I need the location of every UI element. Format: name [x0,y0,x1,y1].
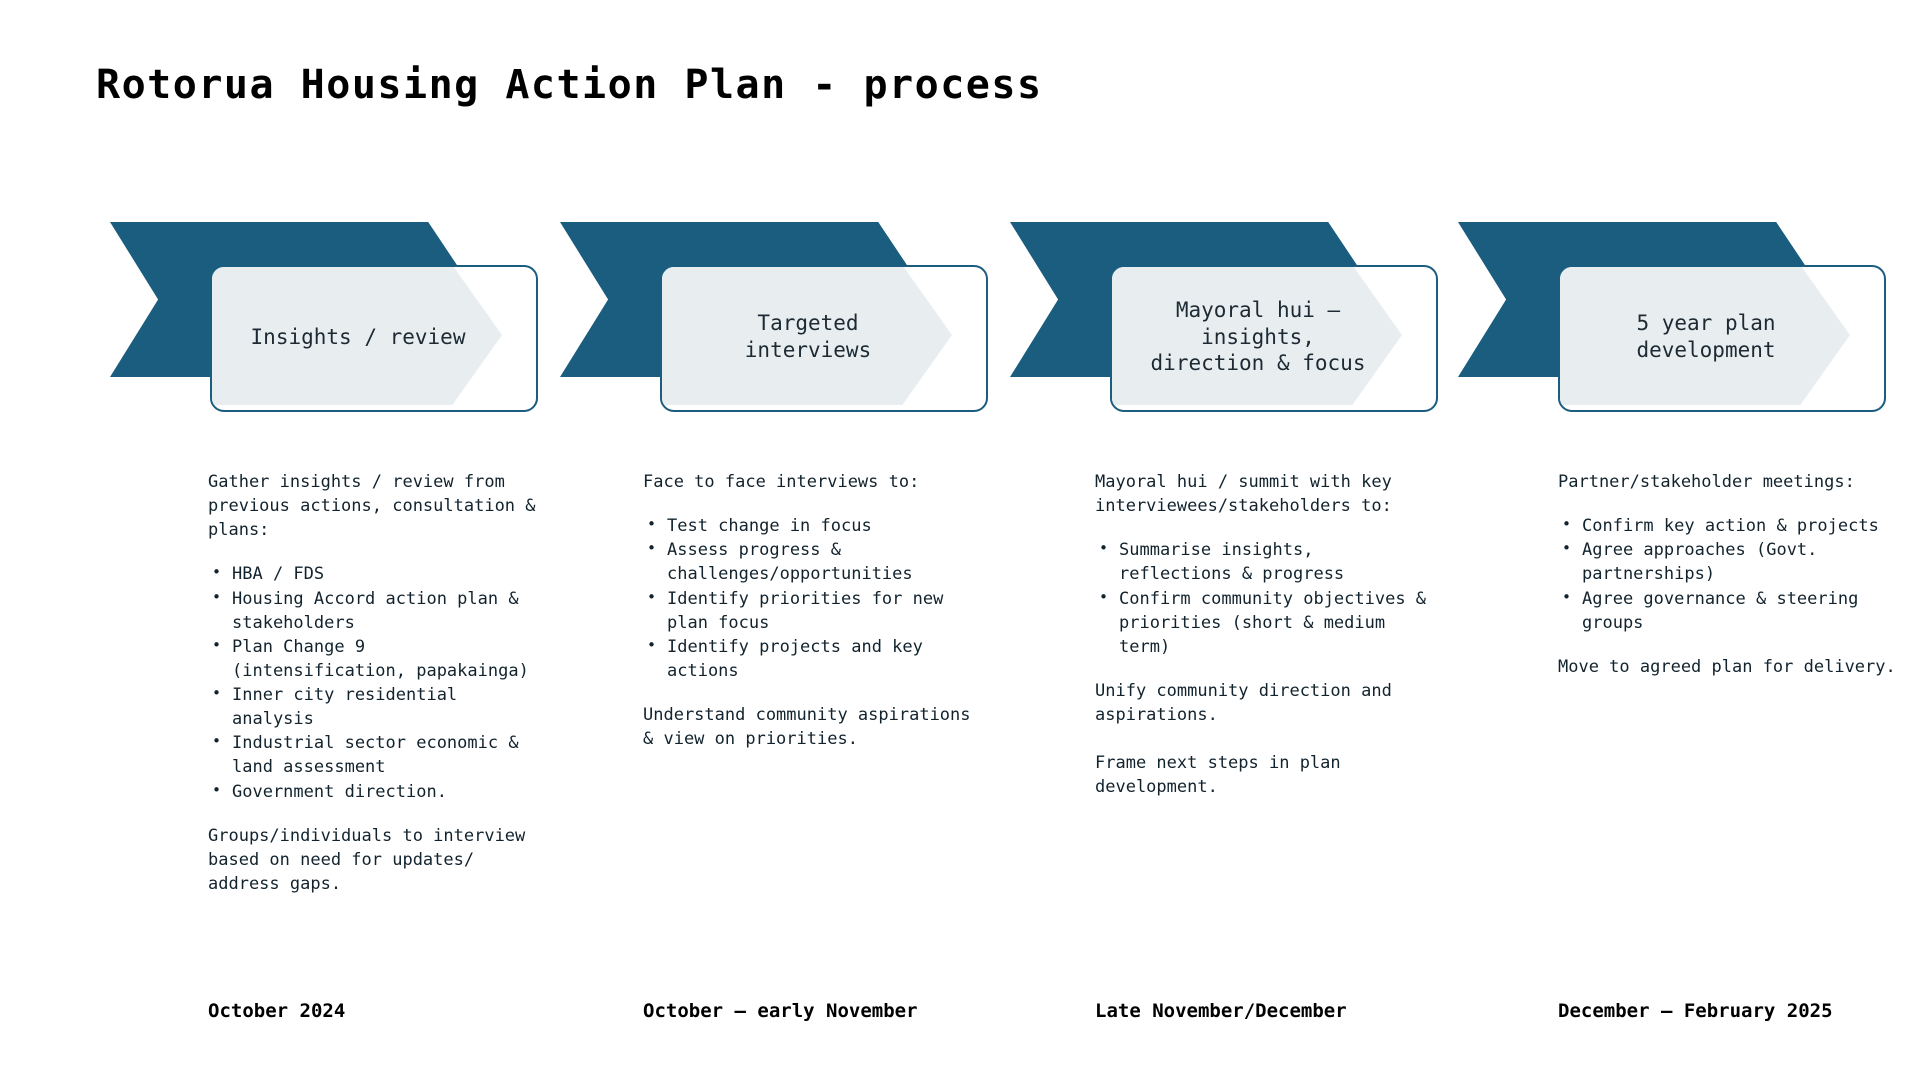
process-step-card-2[interactable]: Targeted interviews [660,265,988,412]
list-item: HBA / FDS [208,561,548,586]
list-item: Agree approaches (Govt. partnerships) [1558,537,1898,586]
list-item: Plan Change 9 (intensification, papakain… [208,634,548,683]
list-item: Assess progress & challenges/opportuniti… [643,537,983,586]
column-3-intro: Mayoral hui / summit with key interviewe… [1095,472,1392,517]
column-4-bullet-list: Confirm key action & projectsAgree appro… [1558,513,1898,635]
column-1-intro: Gather insights / review from previous a… [208,472,536,541]
chevron-fill-icon [662,267,952,405]
detail-columns: Gather insights / review from previous a… [0,470,1920,1080]
process-step-label-1: Insights / review [250,324,466,349]
process-step-card-1[interactable]: Insights / review [210,265,538,412]
column-1-bullet-list: HBA / FDSHousing Accord action plan & st… [208,561,548,804]
process-step-2[interactable]: Targeted interviews [560,222,1012,412]
list-item: Government direction. [208,778,548,804]
timeline-date-1: October 2024 [208,1000,346,1022]
page-title: Rotorua Housing Action Plan - process [96,62,1043,108]
list-item: Confirm community objectives & prioritie… [1095,585,1435,659]
process-step-4[interactable]: 5 year plan development [1458,222,1910,412]
column-3-outro: Unify community direction and aspiration… [1095,680,1392,798]
process-step-label-3: Mayoral hui – insights, direction & focu… [1150,297,1366,376]
detail-column-4: Partner/stakeholder meetings: Confirm ke… [1558,470,1898,699]
timeline-date-4: December – February 2025 [1558,1000,1833,1022]
process-step-card-3[interactable]: Mayoral hui – insights, direction & focu… [1110,265,1438,412]
timeline-date-2: October – early November [643,1000,918,1022]
list-item: Identify priorities for new plan focus [643,585,983,635]
process-step-card-4[interactable]: 5 year plan development [1558,265,1886,412]
list-item: Confirm key action & projects [1558,513,1898,538]
column-2-bullet-list: Test change in focusAssess progress & ch… [643,513,983,683]
chevron-fill-icon [212,267,502,405]
chevron-fill-icon [1560,267,1850,405]
detail-column-1: Gather insights / review from previous a… [208,470,548,916]
detail-column-2: Face to face interviews to: Test change … [643,470,983,771]
column-4-intro: Partner/stakeholder meetings: [1558,472,1855,492]
timeline-date-3: Late November/December [1095,1000,1347,1022]
process-step-3[interactable]: Mayoral hui – insights, direction & focu… [1010,222,1462,412]
column-1-outro: Groups/individuals to interview based on… [208,825,526,894]
chevron-fill-icon [1112,267,1402,405]
process-step-1[interactable]: Insights / review [110,222,562,412]
list-item: Industrial sector economic & land assess… [208,730,548,779]
list-item: Agree governance & steering groups [1558,585,1898,635]
list-item: Inner city residential analysis [208,682,548,731]
list-item: Identify projects and key actions [643,634,983,683]
process-chevron-row: Insights / review Targeted interviews Ma… [0,222,1920,412]
list-item: Summarise insights, reflections & progre… [1095,537,1435,586]
column-2-outro: Understand community aspirations & view … [643,705,971,750]
process-step-label-4: 5 year plan development [1636,311,1776,362]
column-3-bullet-list: Summarise insights, reflections & progre… [1095,537,1435,659]
detail-column-3: Mayoral hui / summit with key interviewe… [1095,470,1435,820]
process-step-label-2: Targeted interviews [744,311,872,362]
list-item: Housing Accord action plan & stakeholder… [208,585,548,635]
column-4-outro: Move to agreed plan for delivery. [1558,656,1896,677]
list-item: Test change in focus [643,513,983,538]
column-2-intro: Face to face interviews to: [643,472,920,492]
